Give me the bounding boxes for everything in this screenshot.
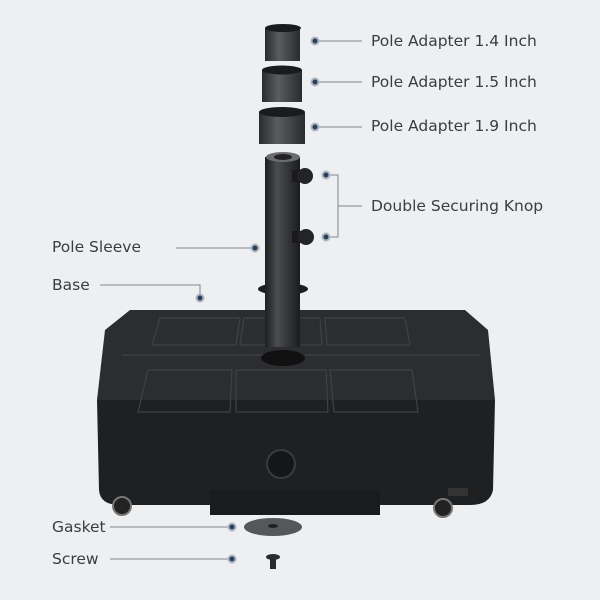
pole-adapter-1-5	[262, 65, 302, 102]
base-body	[97, 310, 495, 518]
label-pole-adapter-1-5: Pole Adapter 1.5 Inch	[371, 73, 537, 91]
label-double-securing-knob: Double Securing Knop	[371, 197, 544, 215]
label-screw: Screw	[52, 550, 99, 568]
leader-dots	[195, 36, 331, 564]
securing-knob-bottom	[292, 229, 314, 245]
label-pole-adapter-1-9: Pole Adapter 1.9 Inch	[371, 117, 537, 135]
securing-knob-top	[292, 168, 313, 184]
leader-lines	[100, 40, 362, 560]
pole-sleeve	[258, 152, 308, 347]
screw	[266, 554, 280, 569]
label-gasket: Gasket	[52, 518, 106, 536]
gasket	[244, 518, 302, 536]
label-pole-sleeve: Pole Sleeve	[52, 238, 141, 256]
pole-adapter-1-4	[265, 24, 301, 61]
label-base: Base	[52, 276, 90, 294]
label-pole-adapter-1-4: Pole Adapter 1.4 Inch	[371, 32, 537, 50]
pole-adapter-1-9	[259, 107, 305, 144]
